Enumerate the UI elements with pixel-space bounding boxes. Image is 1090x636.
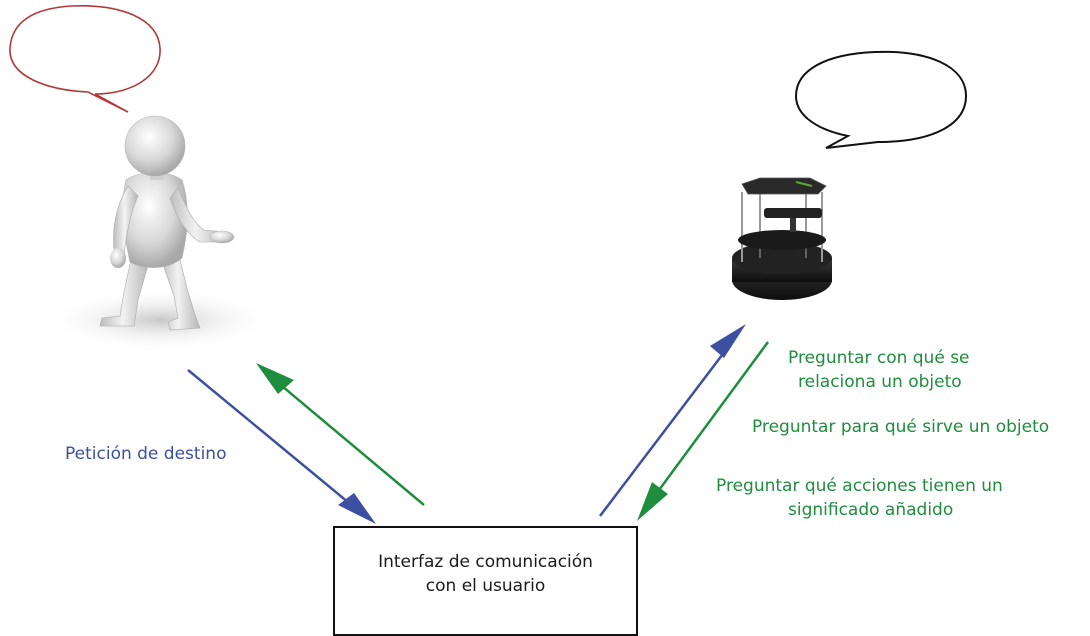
ask-related-label-line1: Preguntar con qué se <box>788 348 970 368</box>
diagram-canvas: Petición de destino Preguntar con qué se… <box>9 5 1050 636</box>
diagram-graphics <box>9 5 968 524</box>
ask-actions-label-line1: Preguntar qué acciones tienen un <box>716 476 1003 496</box>
robot-icon <box>732 177 832 300</box>
person-icon <box>45 115 275 352</box>
ask-related-label-line2: relaciona un objeto <box>798 372 962 392</box>
interface-box-text: Interfaz de comunicación con el usuario <box>335 550 636 598</box>
ask-purpose-label: Preguntar para qué sirve un objeto <box>752 417 1050 437</box>
person-speech-bubble <box>9 5 161 113</box>
question-arrow <box>637 341 770 521</box>
destination-request-label: Petición de destino <box>65 444 227 464</box>
robot-speech-bubble <box>794 50 968 149</box>
ask-actions-label-line2: significado añadido <box>788 500 954 520</box>
user-interface-box: Interfaz de comunicación con el usuario <box>333 526 638 636</box>
right-upward-arrow <box>599 324 746 517</box>
destination-request-arrow <box>187 369 376 524</box>
interface-box-line1: Interfaz de comunicación <box>378 552 593 572</box>
left-return-arrow <box>256 363 425 506</box>
interface-box-line2: con el usuario <box>425 576 546 596</box>
